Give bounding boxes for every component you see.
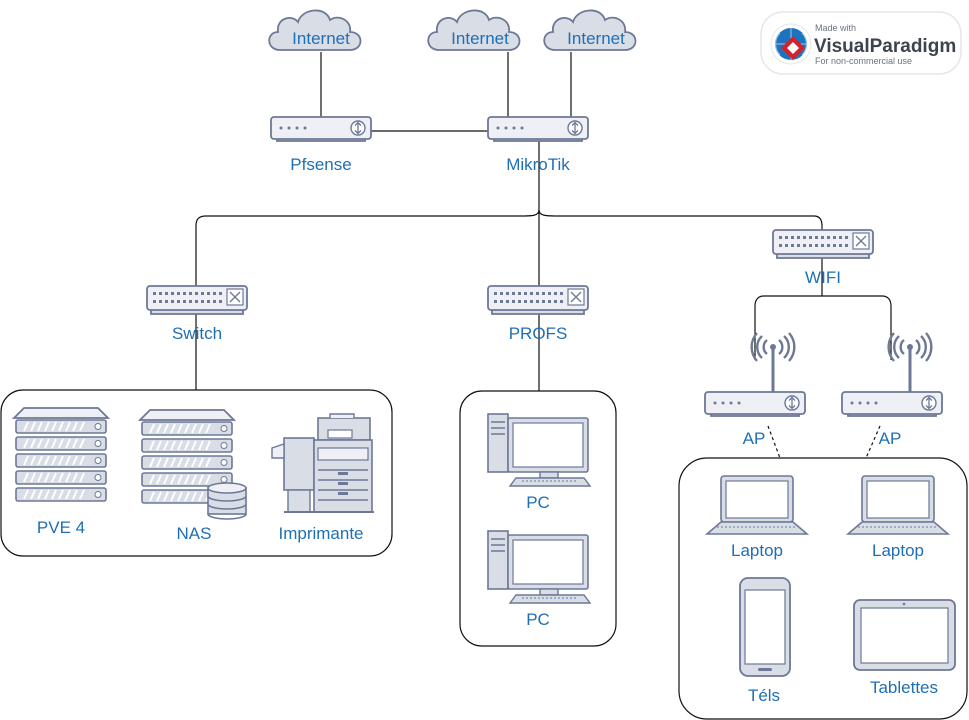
nas-label: NAS [177,524,212,543]
printer-label: Imprimante [278,524,363,543]
nas-server [139,409,247,520]
mikrotik-label: MikroTik [506,155,570,174]
laptop-label-2: Laptop [872,541,924,560]
laptop-label-1: Laptop [731,541,783,560]
profs-label: PROFS [509,324,568,343]
laptop-icon [847,475,949,535]
internet-label-1: Internet [292,29,350,48]
printer-device [271,413,374,513]
pfsense-label: Pfsense [290,155,351,174]
router-icon [270,116,372,142]
switch-icon [146,285,248,315]
wifi-label: WIFI [805,268,841,287]
switch-icon [487,285,589,315]
tablets-label: Tablettes [870,678,938,697]
tablet-device [853,599,956,671]
phone-device [739,577,791,677]
pc-label-2: PC [526,610,550,629]
antenna-2 [887,331,933,395]
antenna-icon [887,331,933,395]
ap-label-2: AP [879,429,902,448]
laptop-1 [706,475,808,535]
router-icon [487,116,589,142]
visual-paradigm-logo-icon [770,23,812,65]
ap-device-1 [704,391,806,417]
laptop-icon [706,475,808,535]
printer-icon [271,413,374,513]
switch-label: Switch [172,324,222,343]
internet-label-3: Internet [567,29,625,48]
router-icon [841,391,943,417]
switch-device [146,285,248,315]
profs-switch [487,285,589,315]
wifi-switch [772,229,874,259]
ap-device-2 [841,391,943,417]
router-icon [704,391,806,417]
watermark-line2: VisualParadigm [814,36,956,57]
laptop-2 [847,475,949,535]
ap-label-1: AP [743,429,766,448]
watermark-line3: For non-commercial use [815,56,912,66]
antenna-icon [750,331,796,395]
watermark-line1: Made with [815,23,856,33]
antenna-1 [750,331,796,395]
database-icon [207,482,247,520]
pfsense-router [270,116,372,142]
internet-label-2: Internet [451,29,509,48]
phones-label: Téls [748,686,780,705]
tablet-icon [853,599,956,671]
pc-label-1: PC [526,493,550,512]
connection-lines [195,52,892,459]
smartphone-icon [739,577,791,677]
visual-paradigm-watermark: Made with VisualParadigm For non-commerc… [760,11,962,75]
pve-label: PVE 4 [37,518,85,537]
switch-icon [772,229,874,259]
mikrotik-router [487,116,589,142]
